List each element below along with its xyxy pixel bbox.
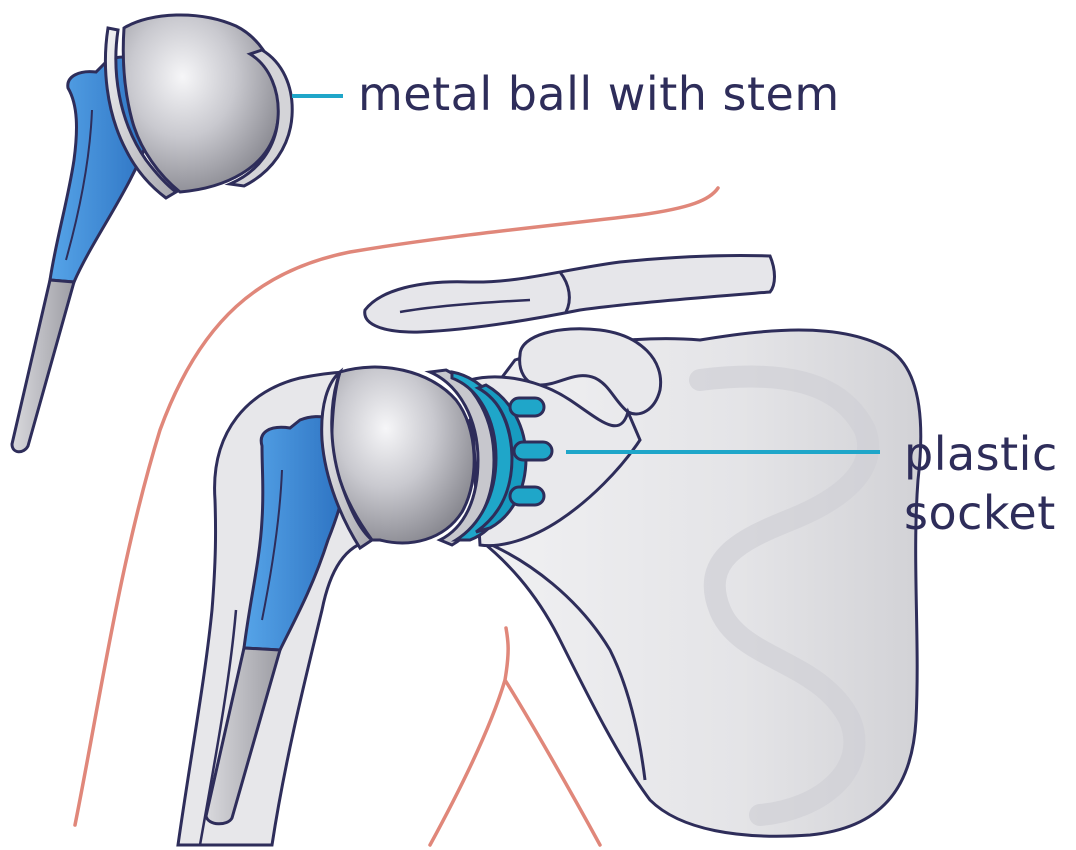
plastic-socket-label: plastic socket	[904, 425, 1058, 543]
plastic-socket-label-line1: plastic	[904, 425, 1058, 484]
socket-peg-top	[510, 398, 544, 416]
implant-standalone	[12, 15, 292, 452]
implant-rod	[12, 280, 74, 452]
socket-peg-middle	[514, 442, 552, 460]
plastic-socket-label-line2: socket	[904, 484, 1058, 543]
metal-ball-label: metal ball with stem	[358, 68, 840, 121]
socket-peg-bottom	[510, 487, 544, 505]
